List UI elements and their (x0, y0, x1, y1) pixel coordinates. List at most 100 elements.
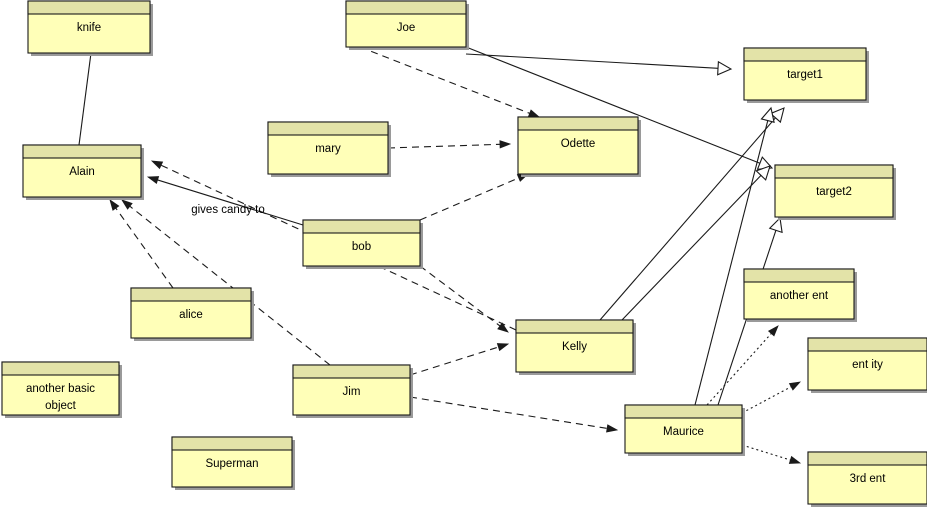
arrowhead-filled (527, 109, 541, 118)
node-label: another basic (26, 383, 95, 395)
node-label: another ent (770, 290, 829, 302)
node-alice[interactable]: alice (130, 287, 254, 341)
node-header-strip (130, 287, 252, 302)
edge-jim-alain (121, 199, 331, 366)
edge-line (157, 179, 304, 226)
node-label: mary (315, 143, 341, 155)
node-label: ent ity (852, 359, 883, 371)
node-header-strip (807, 451, 927, 466)
node-header-strip (292, 364, 411, 379)
arrowhead-filled (788, 455, 802, 464)
node-label: 3rd ent (850, 473, 887, 485)
node-header-strip (171, 436, 293, 451)
arrowhead-hollow (755, 165, 771, 181)
arrowhead-filled (496, 343, 510, 352)
edge-joe-target1 (465, 53, 733, 76)
node-kelly[interactable]: Kelly (515, 319, 636, 375)
node-label: Odette (561, 138, 596, 150)
node-3rdent[interactable]: 3rd ent (807, 451, 927, 507)
node-label: object (45, 400, 76, 412)
edge-line (419, 177, 520, 221)
edge-maurice-anotherent (706, 325, 779, 406)
node-target2[interactable]: target2 (774, 164, 896, 220)
node-abo[interactable]: another basic object (1, 361, 122, 418)
node-label: bob (352, 241, 371, 253)
node-alain[interactable]: Alain (22, 144, 144, 200)
arrowhead-filled (788, 381, 802, 391)
node-superman[interactable]: Superman (171, 436, 295, 490)
edge-bob-odette (419, 173, 530, 221)
edge-line (129, 205, 331, 366)
edge-jim-kelly (409, 343, 510, 376)
edge-line (409, 396, 608, 429)
edge-bob-alain (146, 176, 304, 226)
edge-line (465, 53, 719, 69)
edge-line (78, 52, 92, 146)
edge-maurice-3rdent (741, 444, 802, 464)
edge-line (465, 46, 761, 164)
arrowhead-filled (767, 325, 779, 337)
edge-line (599, 117, 776, 321)
node-header-strip (624, 404, 743, 419)
edge-line (359, 46, 530, 114)
node-header-strip (774, 164, 894, 179)
node-label: target2 (816, 186, 852, 198)
node-header-strip (27, 0, 151, 15)
arrowhead-filled (497, 322, 509, 333)
edge-label: gives candy to (191, 204, 265, 216)
edge-line (694, 120, 769, 406)
edge-jim-maurice (409, 396, 619, 433)
arrowhead-filled (121, 199, 133, 210)
arrowhead-filled (606, 424, 619, 433)
edge-kelly-target2 (621, 165, 771, 321)
node-label: knife (77, 22, 101, 34)
node-header-strip (517, 116, 639, 131)
edge-maurice-entity (741, 381, 802, 414)
node-anotherent[interactable]: another ent (743, 268, 857, 322)
node-knife[interactable]: knife (27, 0, 153, 56)
node-header-strip (743, 47, 867, 62)
node-label: Superman (205, 458, 258, 470)
node-header-strip (743, 268, 855, 283)
edge-joe-odette (359, 46, 541, 118)
node-label: alice (179, 309, 203, 321)
edge-maurice-target1 (694, 106, 775, 406)
edge-line (741, 386, 792, 414)
node-label: Alain (69, 166, 95, 178)
node-header-strip (267, 121, 389, 136)
node-entity[interactable]: ent ity (807, 337, 927, 393)
edge-bob-kelly (419, 265, 509, 333)
edge-kelly-target1 (599, 107, 785, 321)
arrowhead-hollow (717, 60, 733, 76)
arrowhead-filled (150, 160, 164, 170)
node-header-strip (515, 319, 634, 334)
edge-line (387, 143, 501, 149)
node-label: Maurice (663, 426, 704, 438)
edge-line (419, 265, 501, 327)
edge-line (115, 207, 174, 289)
edge-mary-odette (387, 140, 512, 149)
node-maurice[interactable]: Maurice (624, 404, 745, 456)
node-header-strip (807, 337, 927, 352)
node-header-strip (302, 219, 421, 234)
arrowhead-filled (499, 140, 512, 149)
node-joe[interactable]: Joe (345, 0, 469, 50)
node-bob[interactable]: bob (302, 219, 423, 269)
node-mary[interactable]: mary (267, 121, 391, 177)
arrowhead-filled (146, 176, 160, 185)
node-jim[interactable]: Jim (292, 364, 413, 418)
node-header-strip (345, 0, 467, 15)
node-header-strip (22, 144, 142, 159)
edge-line (409, 346, 499, 376)
edge-alice-alain (109, 199, 174, 289)
node-odette[interactable]: Odette (517, 116, 641, 177)
node-target1[interactable]: target1 (743, 47, 869, 103)
edge-knife-alain (78, 52, 92, 146)
node-label: Jim (343, 386, 361, 398)
node-label: target1 (787, 69, 823, 81)
arrowhead-hollow (760, 106, 775, 123)
node-label: Joe (397, 22, 416, 34)
edge-line (621, 174, 762, 321)
